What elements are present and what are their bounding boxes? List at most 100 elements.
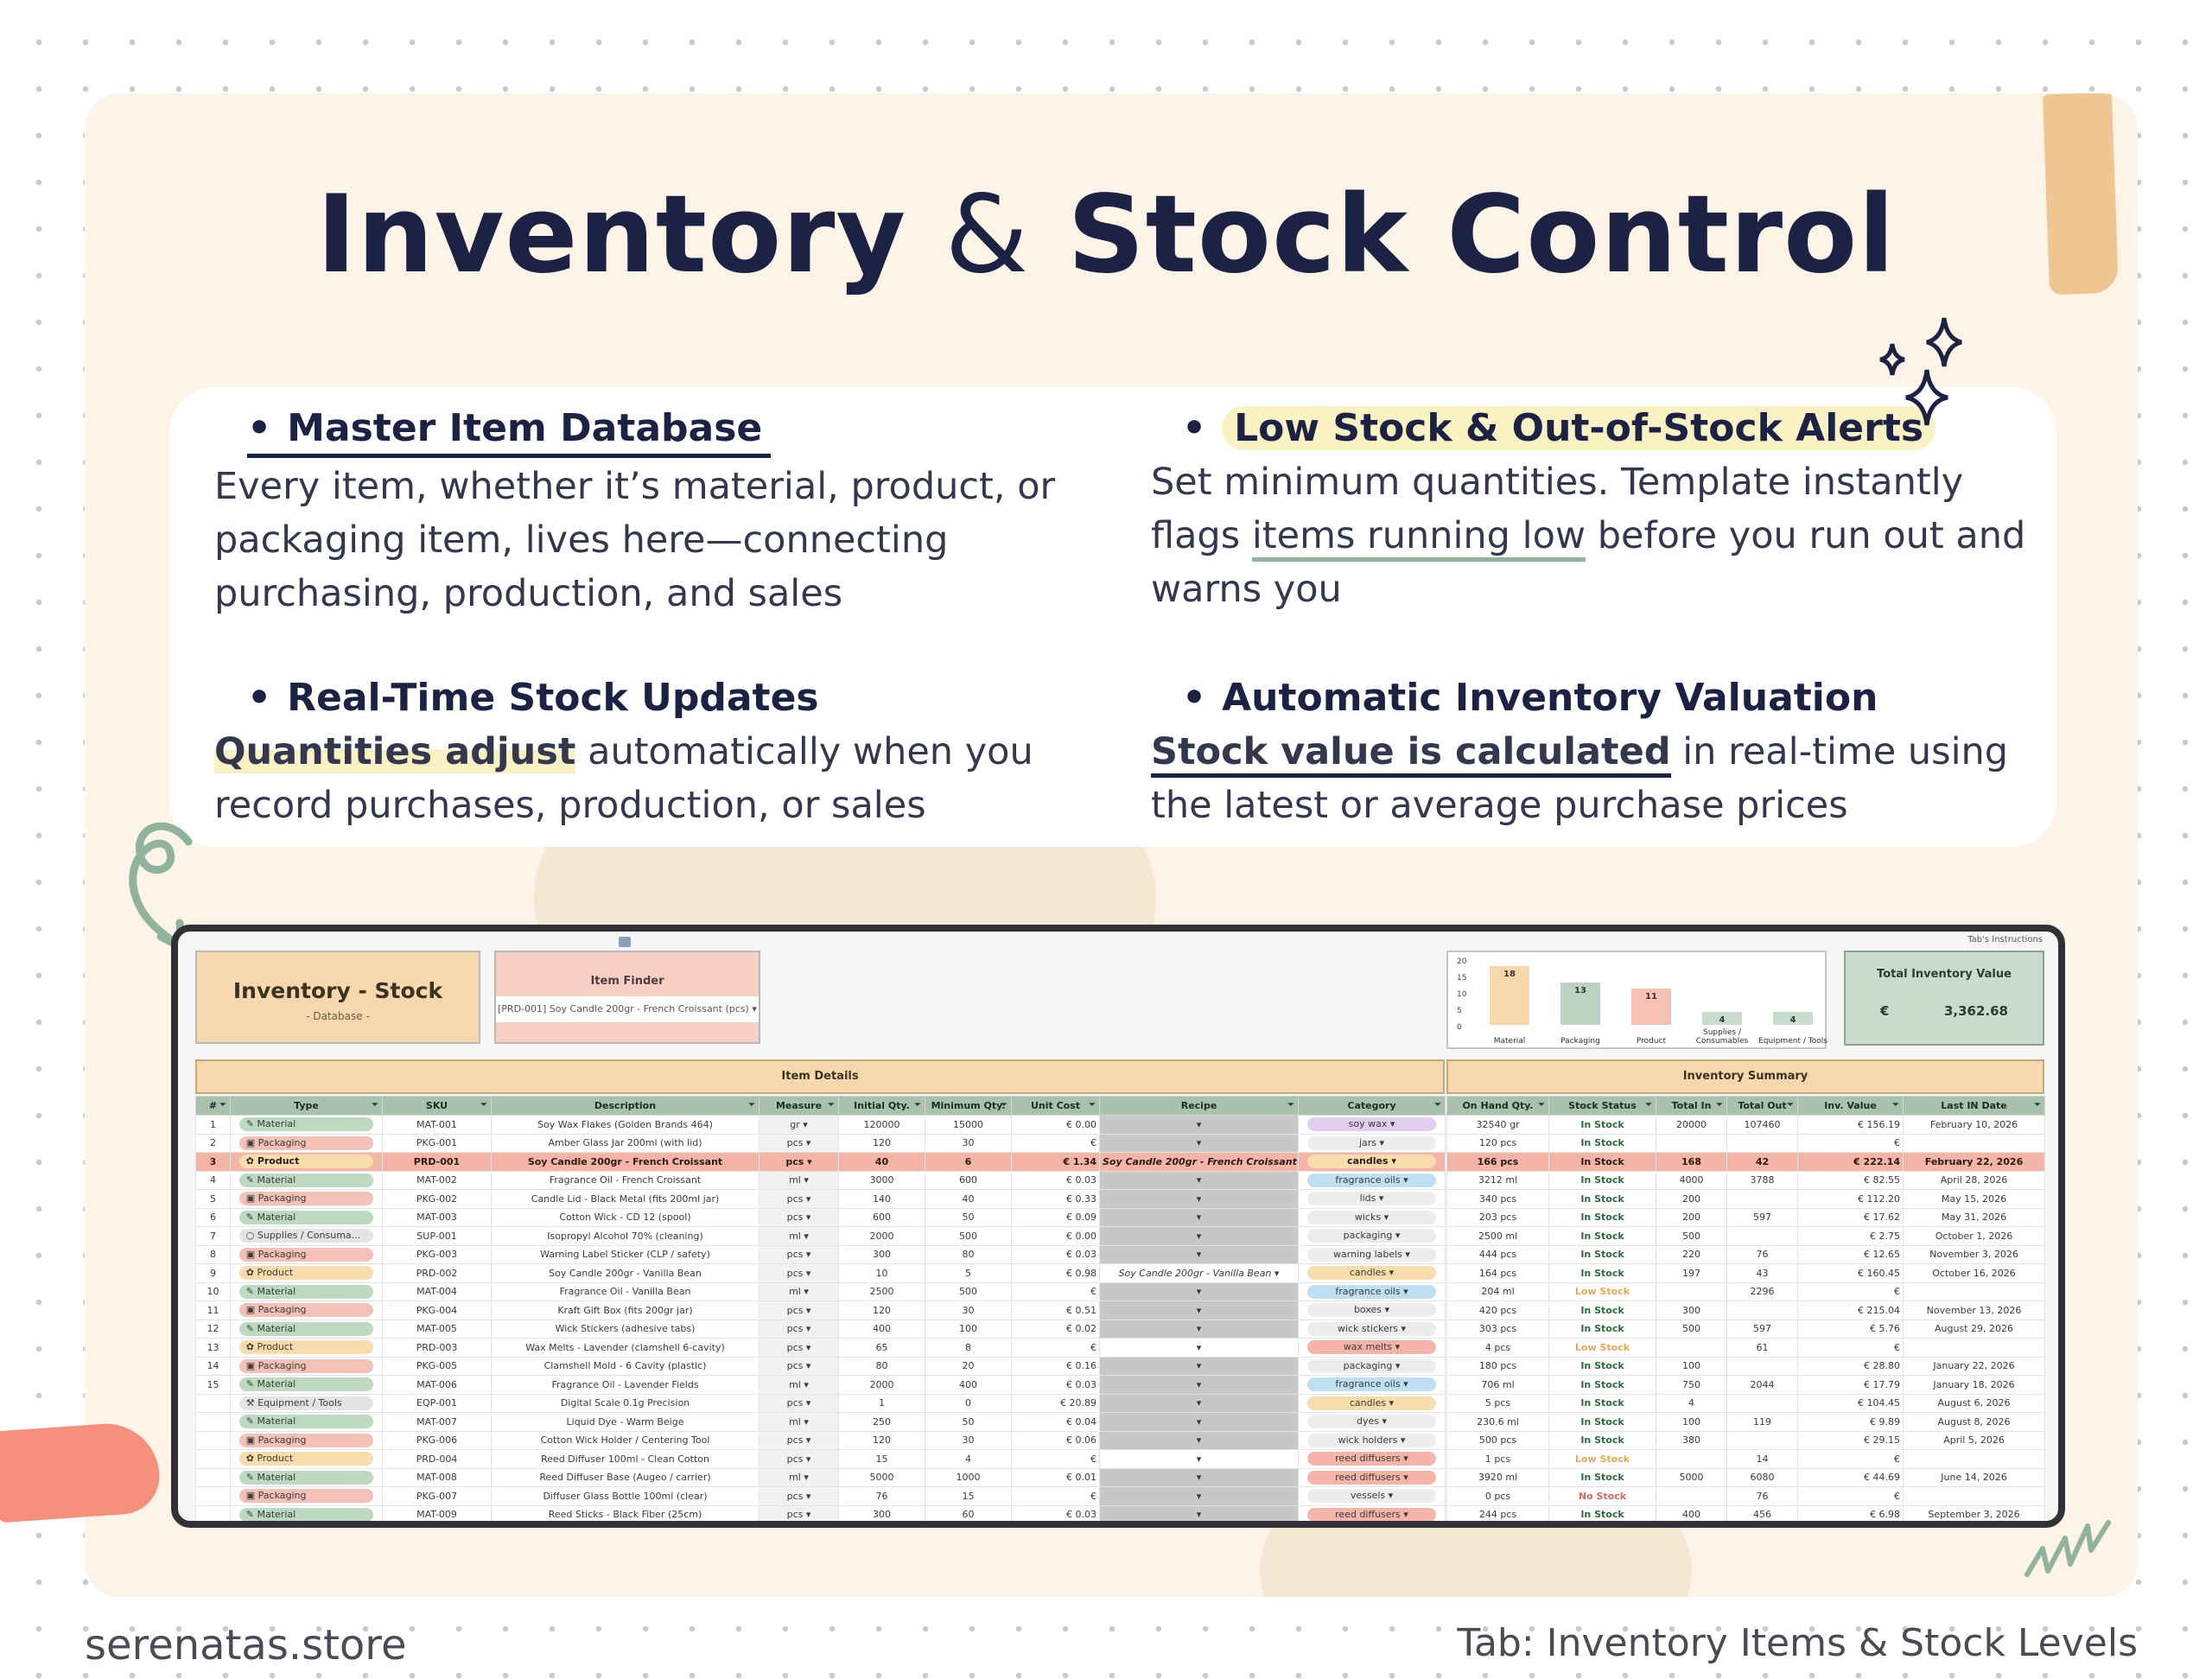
type-cell[interactable]: ✎ Material [230, 1170, 383, 1190]
type-cell[interactable]: ✎ Material [230, 1504, 383, 1521]
recipe-dropdown[interactable]: ▾ [1099, 1486, 1299, 1506]
measure-dropdown[interactable]: pcs ▾ [759, 1263, 839, 1283]
initial-qty-cell[interactable]: 1 [838, 1393, 925, 1413]
measure-dropdown[interactable]: pcs ▾ [759, 1189, 839, 1209]
recipe-dropdown[interactable]: ▾ [1099, 1207, 1299, 1227]
minimum-qty-cell[interactable]: 80 [925, 1244, 1012, 1264]
unit-cost-cell[interactable]: € 0.03 [1011, 1504, 1100, 1521]
category-dropdown[interactable]: wick stickers ▾ [1306, 1321, 1437, 1336]
type-cell[interactable]: ▣ Packaging [230, 1486, 383, 1506]
category-dropdown[interactable]: wax melts ▾ [1306, 1340, 1437, 1355]
column-header[interactable]: On Hand Qty.⏷ [1446, 1096, 1549, 1116]
category-cell[interactable]: candles ▾ [1298, 1263, 1446, 1283]
filter-icon[interactable]: ⏷ [1787, 1101, 1794, 1110]
category-dropdown[interactable]: wicks ▾ [1306, 1210, 1437, 1224]
column-header[interactable]: #⏷ [195, 1096, 231, 1116]
unit-cost-cell[interactable]: € 0.06 [1011, 1430, 1100, 1450]
minimum-qty-cell[interactable]: 0 [925, 1393, 1012, 1413]
sku-cell[interactable]: PRD-002 [382, 1263, 492, 1283]
category-dropdown[interactable]: wick holders ▾ [1306, 1433, 1437, 1447]
minimum-qty-cell[interactable]: 30 [925, 1133, 1012, 1153]
recipe-dropdown[interactable]: ▾ [1099, 1301, 1299, 1320]
initial-qty-cell[interactable]: 600 [838, 1207, 925, 1227]
recipe-dropdown[interactable]: ▾ [1099, 1393, 1299, 1413]
category-cell[interactable]: wick holders ▾ [1298, 1430, 1446, 1450]
sku-cell[interactable]: MAT-005 [382, 1319, 492, 1339]
column-header[interactable]: Initial Qty.⏷ [838, 1096, 925, 1116]
recipe-dropdown[interactable]: ▾ [1099, 1504, 1299, 1521]
category-dropdown[interactable]: fragrance oils ▾ [1306, 1377, 1437, 1392]
unit-cost-cell[interactable]: € 0.16 [1011, 1356, 1100, 1376]
category-cell[interactable]: wax melts ▾ [1298, 1338, 1446, 1358]
description-cell[interactable]: Reed Diffuser Base (Augeo / carrier) [491, 1467, 760, 1487]
measure-dropdown[interactable]: ml ▾ [759, 1282, 839, 1301]
description-cell[interactable]: Fragrance Oil - French Croissant [491, 1170, 760, 1190]
minimum-qty-cell[interactable]: 40 [925, 1189, 1012, 1209]
type-dropdown[interactable]: ✎ Material [238, 1470, 374, 1485]
column-header[interactable]: Total In⏷ [1656, 1096, 1727, 1116]
initial-qty-cell[interactable]: 65 [838, 1338, 925, 1358]
recipe-dropdown[interactable]: ▾ [1099, 1467, 1299, 1487]
sku-cell[interactable]: MAT-008 [382, 1467, 492, 1487]
filter-icon[interactable]: ⏷ [2034, 1101, 2041, 1110]
filter-icon[interactable]: ⏷ [372, 1101, 378, 1110]
initial-qty-cell[interactable]: 80 [838, 1356, 925, 1376]
column-header[interactable]: Unit Cost⏷ [1011, 1096, 1100, 1116]
type-cell[interactable]: ▣ Packaging [230, 1356, 383, 1376]
type-dropdown[interactable]: ✿ Product [238, 1452, 374, 1466]
minimum-qty-cell[interactable]: 15 [925, 1486, 1012, 1506]
unit-cost-cell[interactable]: € 0.03 [1011, 1375, 1100, 1395]
type-cell[interactable]: ✿ Product [230, 1338, 383, 1358]
type-dropdown[interactable]: ✎ Material [238, 1210, 374, 1224]
measure-dropdown[interactable]: pcs ▾ [759, 1301, 839, 1320]
category-cell[interactable]: lids ▾ [1298, 1189, 1446, 1209]
category-cell[interactable]: dyes ▾ [1298, 1412, 1446, 1432]
description-cell[interactable]: Digital Scale 0.1g Precision [491, 1393, 760, 1413]
category-dropdown[interactable]: boxes ▾ [1306, 1303, 1437, 1318]
recipe-dropdown[interactable]: ▾ [1099, 1282, 1299, 1301]
sku-cell[interactable]: MAT-009 [382, 1504, 492, 1521]
initial-qty-cell[interactable]: 2500 [838, 1282, 925, 1301]
filter-icon[interactable]: ⏷ [1287, 1101, 1294, 1110]
column-header[interactable]: Category⏷ [1298, 1096, 1446, 1116]
minimum-qty-cell[interactable]: 50 [925, 1207, 1012, 1227]
sku-cell[interactable]: PKG-004 [382, 1301, 492, 1320]
unit-cost-cell[interactable]: € 0.04 [1011, 1412, 1100, 1432]
type-cell[interactable]: ✎ Material [230, 1375, 383, 1395]
sku-cell[interactable]: MAT-001 [382, 1115, 492, 1135]
category-dropdown[interactable]: vessels ▾ [1306, 1489, 1437, 1504]
unit-cost-cell[interactable]: € 20.89 [1011, 1393, 1100, 1413]
filter-icon[interactable]: ⏷ [748, 1101, 755, 1110]
category-dropdown[interactable]: candles ▾ [1306, 1154, 1437, 1169]
unit-cost-cell[interactable]: € 0.03 [1011, 1244, 1100, 1264]
type-cell[interactable]: ✎ Material [230, 1115, 383, 1135]
filter-icon[interactable]: ⏷ [480, 1101, 487, 1110]
category-cell[interactable]: packaging ▾ [1298, 1226, 1446, 1246]
measure-dropdown[interactable]: pcs ▾ [759, 1356, 839, 1376]
type-dropdown[interactable]: ✎ Material [238, 1507, 374, 1521]
category-dropdown[interactable]: jars ▾ [1306, 1135, 1437, 1150]
unit-cost-cell[interactable]: € 1.34 [1011, 1152, 1100, 1172]
initial-qty-cell[interactable]: 400 [838, 1319, 925, 1339]
description-cell[interactable]: Wick Stickers (adhesive tabs) [491, 1319, 760, 1339]
unit-cost-cell[interactable]: € [1011, 1282, 1100, 1301]
category-dropdown[interactable]: packaging ▾ [1306, 1358, 1437, 1373]
recipe-dropdown[interactable]: ▾ [1099, 1244, 1299, 1264]
category-cell[interactable]: reed diffusers ▾ [1298, 1449, 1446, 1469]
category-dropdown[interactable]: fragrance oils ▾ [1306, 1284, 1437, 1299]
category-dropdown[interactable]: candles ▾ [1306, 1266, 1437, 1281]
unit-cost-cell[interactable]: € [1011, 1449, 1100, 1469]
measure-dropdown[interactable]: pcs ▾ [759, 1244, 839, 1264]
minimum-qty-cell[interactable]: 6 [925, 1152, 1012, 1172]
recipe-dropdown[interactable]: ▾ [1099, 1115, 1299, 1135]
initial-qty-cell[interactable]: 120000 [838, 1115, 925, 1135]
description-cell[interactable]: Wax Melts - Lavender (clamshell 6-cavity… [491, 1338, 760, 1358]
initial-qty-cell[interactable]: 5000 [838, 1467, 925, 1487]
minimum-qty-cell[interactable]: 8 [925, 1338, 1012, 1358]
type-dropdown[interactable]: ○ Supplies / Consuma... [238, 1229, 374, 1243]
column-header[interactable]: Recipe⏷ [1099, 1096, 1299, 1116]
category-cell[interactable]: boxes ▾ [1298, 1301, 1446, 1320]
measure-dropdown[interactable]: ml ▾ [759, 1226, 839, 1246]
type-dropdown[interactable]: ✎ Material [238, 1284, 374, 1299]
type-cell[interactable]: ✎ Material [230, 1412, 383, 1432]
